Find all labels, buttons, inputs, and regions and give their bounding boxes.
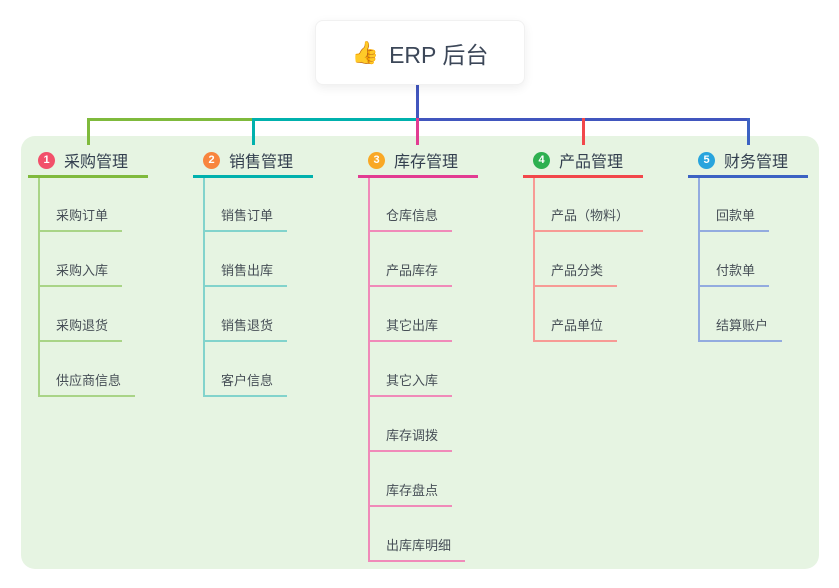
branch-underline <box>193 175 313 178</box>
branch-title-label: 采购管理 <box>64 154 129 171</box>
branch-number-badge: 5 <box>698 151 715 169</box>
branch-3-title[interactable]: 3 库存管理 <box>368 148 458 172</box>
branch-number-badge: 4 <box>533 151 550 169</box>
child-node[interactable]: 采购入库 <box>38 261 123 287</box>
child-node[interactable]: 产品单位 <box>533 316 618 342</box>
branch-children-connector <box>203 178 205 397</box>
branch-number-badge: 2 <box>203 151 220 169</box>
child-node[interactable]: 销售出库 <box>203 261 288 287</box>
branch-drop-4 <box>582 118 585 145</box>
root-node[interactable]: 👍 ERP 后台 <box>315 20 525 85</box>
branch-5-title[interactable]: 5 财务管理 <box>698 148 788 172</box>
branch-number-badge: 3 <box>368 151 385 169</box>
child-node[interactable]: 库存盘点 <box>368 481 453 507</box>
child-node[interactable]: 供应商信息 <box>38 371 136 397</box>
root-stem-connector <box>416 83 419 121</box>
branch-title-label: 财务管理 <box>724 154 789 171</box>
branch-underline <box>523 175 643 178</box>
branches-background-panel <box>21 136 819 569</box>
child-node[interactable]: 采购退货 <box>38 316 123 342</box>
child-node[interactable]: 其它入库 <box>368 371 453 397</box>
branch-title-label: 销售管理 <box>229 154 294 171</box>
branch-4-title[interactable]: 4 产品管理 <box>533 148 623 172</box>
branch-underline <box>28 175 148 178</box>
child-node[interactable]: 回款单 <box>698 206 770 232</box>
child-node[interactable]: 仓库信息 <box>368 206 453 232</box>
root-node-label: ERP 后台 <box>389 41 489 68</box>
child-node[interactable]: 库存调拨 <box>368 426 453 452</box>
branch-underline <box>688 175 808 178</box>
child-node[interactable]: 产品（物料） <box>533 206 644 232</box>
branch-drop-1 <box>87 118 90 145</box>
branch-children-connector <box>698 178 700 342</box>
trunk-segment-1 <box>87 118 252 121</box>
branch-1-title[interactable]: 1 采购管理 <box>38 148 128 172</box>
child-node[interactable]: 其它出库 <box>368 316 453 342</box>
branch-number-badge: 1 <box>38 151 55 169</box>
branch-drop-5 <box>747 118 750 145</box>
trunk-segment-2 <box>252 118 416 121</box>
branch-children-connector <box>38 178 40 397</box>
branch-drop-3 <box>416 118 419 145</box>
branch-2-title[interactable]: 2 销售管理 <box>203 148 293 172</box>
child-node[interactable]: 销售退货 <box>203 316 288 342</box>
branch-drop-2 <box>252 118 255 145</box>
child-node[interactable]: 付款单 <box>698 261 770 287</box>
child-node[interactable]: 销售订单 <box>203 206 288 232</box>
branch-title-label: 产品管理 <box>559 154 624 171</box>
child-node[interactable]: 采购订单 <box>38 206 123 232</box>
child-node[interactable]: 结算账户 <box>698 316 783 342</box>
branch-children-connector <box>368 178 370 562</box>
child-node[interactable]: 产品分类 <box>533 261 618 287</box>
child-node[interactable]: 产品库存 <box>368 261 453 287</box>
child-node[interactable]: 出库库明细 <box>368 536 466 562</box>
child-node[interactable]: 客户信息 <box>203 371 288 397</box>
branch-title-label: 库存管理 <box>394 154 459 171</box>
branch-children-connector <box>533 178 535 342</box>
branch-underline <box>358 175 478 178</box>
thumbs-up-icon: 👍 <box>351 39 380 65</box>
